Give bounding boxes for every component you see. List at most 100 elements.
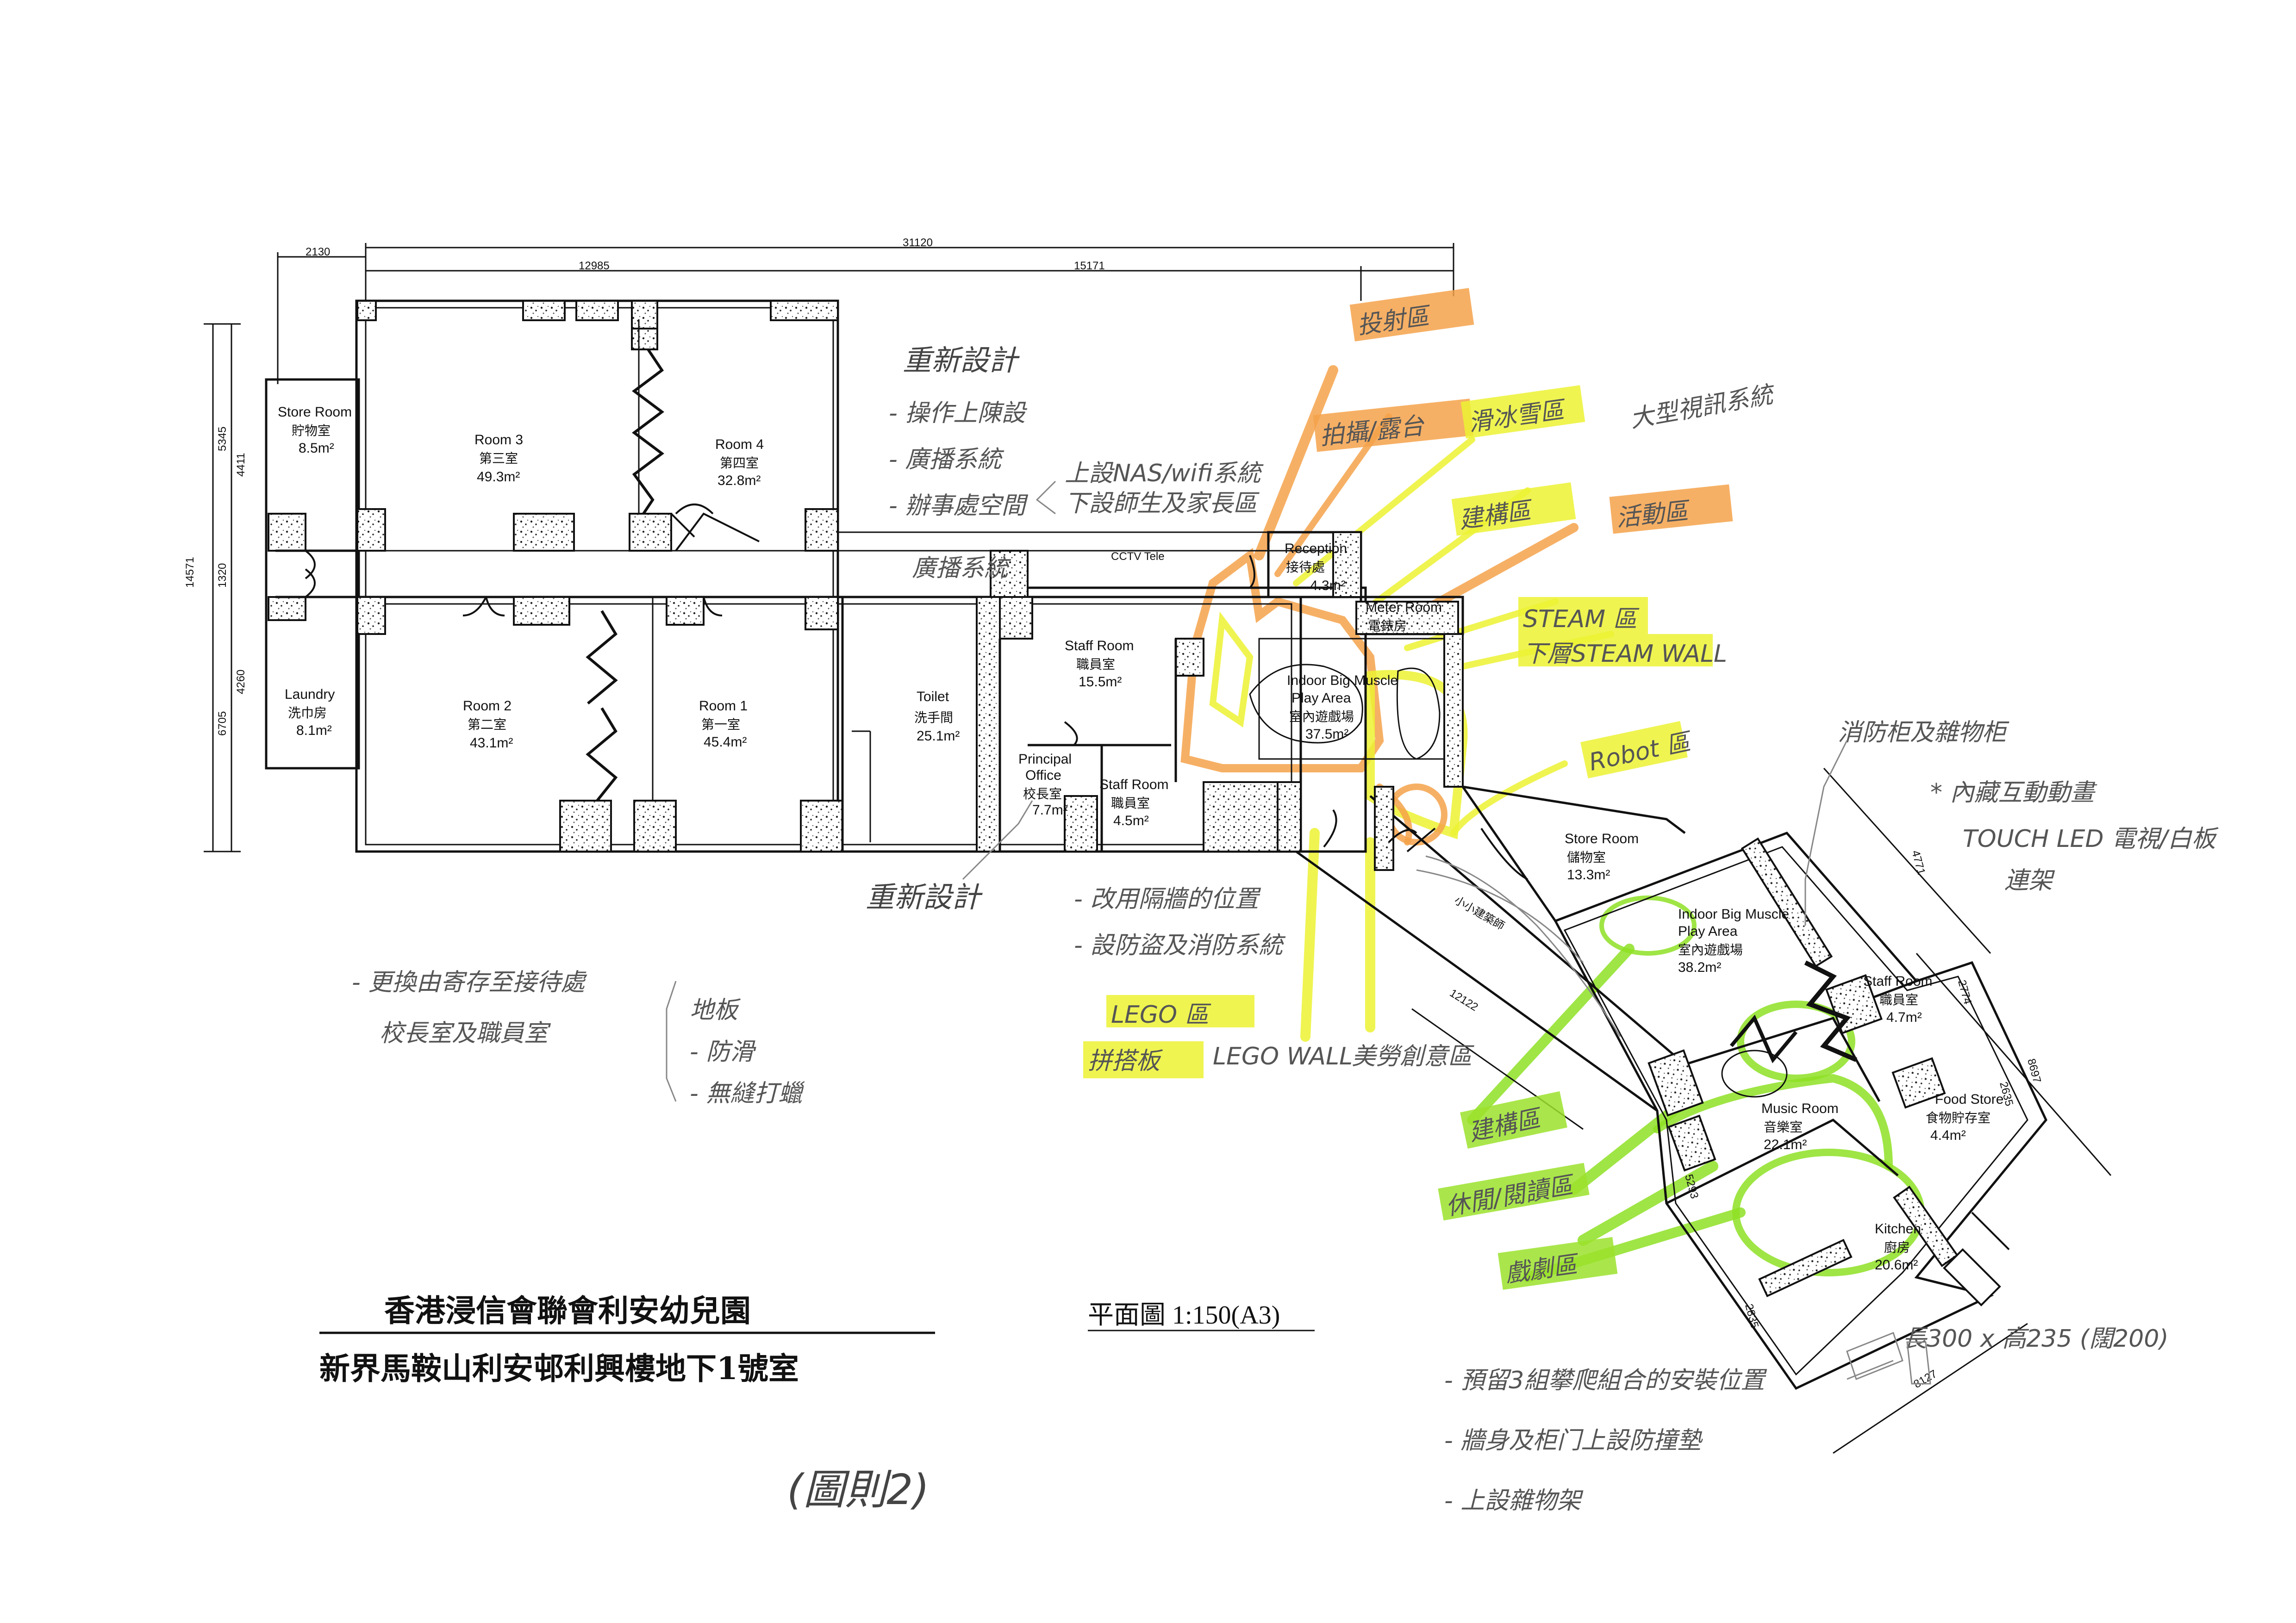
zone-yellow-5: 下層STEAM WALL [1523, 640, 1727, 668]
note-upper-arrow-1: 上設NAS/wifi系統 [1065, 460, 1264, 487]
dim-bottom-b: 2835 [1742, 1303, 1761, 1330]
svg-text:7.7m²: 7.7m² [1032, 802, 1068, 818]
svg-text:13.3m²: 13.3m² [1567, 867, 1610, 883]
title-line-2: 新界馬鞍山利安邨利興樓地下1號室 [319, 1350, 799, 1387]
svg-text:職員室: 職員室 [1076, 657, 1115, 672]
dim-corridor: 12122 [1447, 987, 1480, 1014]
svg-text:Staff Room: Staff Room [1863, 974, 1933, 989]
zone-yellow-4: STEAM 區 [1523, 605, 1640, 633]
dim-top-a: 12985 [579, 260, 610, 272]
svg-text:Toilet: Toilet [917, 689, 949, 704]
svg-text:Play Area: Play Area [1678, 924, 1738, 939]
room-meter-room: Meter Room 電錶房 [1366, 600, 1442, 634]
building-walls [265, 299, 2047, 1390]
svg-text:Play Area: Play Area [1292, 690, 1351, 706]
note-mid-1: - 改用隔牆的位置 [1074, 885, 1261, 913]
svg-text:洗手間: 洗手間 [914, 710, 953, 725]
room-kitchen: Kitchen 廚房 20.6m² [1875, 1221, 1921, 1273]
svg-text:第四室: 第四室 [720, 455, 759, 471]
room-3: Room 3 第三室 49.3m² [474, 432, 523, 485]
note-upper-arrow-2: 下設師生及家長區 [1065, 490, 1260, 517]
folding-partitions [586, 348, 1857, 1063]
svg-text:食物貯存室: 食物貯存室 [1926, 1110, 1990, 1126]
dim-top-b: 15171 [1074, 260, 1105, 272]
note-fire-arrow [1804, 740, 1848, 926]
dim-left-b: 4411 [235, 453, 247, 477]
svg-text:Store Room: Store Room [1565, 831, 1639, 846]
note-sketch-shelf [1846, 1332, 1903, 1380]
svg-text:電錶房: 電錶房 [1368, 618, 1407, 634]
room-store-room-1: Store Room 貯物室 8.5m² [278, 404, 352, 456]
note-left-list-2: - 防滑 [690, 1038, 756, 1066]
svg-text:音樂室: 音樂室 [1764, 1119, 1803, 1135]
note-broadcast: 廣播系統 [912, 554, 1011, 582]
note-lego-3: LEGO WALL [1213, 1043, 1353, 1070]
dim-left-a: 5345 [216, 427, 229, 451]
svg-text:第二室: 第二室 [468, 717, 506, 732]
room-labels: Store Room 貯物室 8.5m² Room 3 第三室 49.3m² R… [278, 404, 2003, 1273]
svg-text:22.1m²: 22.1m² [1764, 1137, 1807, 1152]
svg-text:25.1m²: 25.1m² [917, 728, 960, 744]
svg-text:Laundry: Laundry [285, 687, 335, 702]
svg-text:洗巾房: 洗巾房 [288, 705, 327, 721]
svg-text:室內遊戲場: 室內遊戲場 [1289, 709, 1354, 724]
note-redesign-title: 重新設計 [903, 343, 1020, 377]
dim-top-total: 31120 [903, 236, 933, 249]
note-left-2: 校長室及職員室 [380, 1020, 551, 1047]
svg-text:校長室: 校長室 [1023, 786, 1062, 802]
note-hidden-1: * 內藏互動動畫 [1930, 779, 2098, 807]
svg-text:Store Room: Store Room [278, 404, 352, 420]
svg-text:Room 1: Room 1 [699, 698, 748, 714]
svg-text:Food Store: Food Store [1935, 1092, 2003, 1107]
room-1: Room 1 第一室 45.4m² [699, 698, 748, 750]
room-play-area-1: Indoor Big Muscle Play Area 室內遊戲場 37.5m² [1287, 673, 1398, 742]
dim-top-left: 2130 [306, 246, 330, 258]
note-redesign-2: 重新設計 [866, 880, 983, 914]
room-food-store: Food Store 食物貯存室 4.4m² [1926, 1092, 2003, 1143]
figure-number: (圖則2) [787, 1466, 930, 1514]
dim-left-total: 14571 [184, 557, 196, 588]
svg-text:廚房: 廚房 [1884, 1240, 1910, 1255]
room-store-room-2: Store Room 儲物室 13.3m² [1565, 831, 1639, 883]
hl-orange-3 [1609, 484, 1733, 534]
dim-bottom-c: 8127 [1912, 1368, 1940, 1391]
svg-text:儲物室: 儲物室 [1567, 850, 1606, 865]
svg-text:Indoor Big Muscle: Indoor Big Muscle [1287, 673, 1398, 688]
note-bottom-3: - 上設雜物架 [1444, 1487, 1584, 1515]
note-left-list-3: - 無縫打蠟 [690, 1080, 805, 1107]
room-music-room: Music Room 音樂室 22.1m² [1761, 1101, 1839, 1152]
svg-text:Room 4: Room 4 [715, 437, 764, 452]
note-arrow-redesign [962, 800, 1033, 880]
room-reception: Reception 接待處 4.3m² [1285, 541, 1347, 593]
svg-text:8.5m²: 8.5m² [299, 441, 334, 456]
hl-yellow-1 [1460, 385, 1585, 439]
svg-text:4.4m²: 4.4m² [1930, 1128, 1966, 1143]
svg-text:Office: Office [1025, 768, 1061, 783]
svg-text:Staff Room: Staff Room [1099, 777, 1169, 792]
highlight-lego-2 [1083, 1041, 1204, 1078]
note-lego-1: LEGO 區 [1111, 1001, 1211, 1029]
svg-text:職員室: 職員室 [1879, 992, 1918, 1007]
room-2: Room 2 第二室 43.1m² [463, 698, 513, 751]
svg-text:Indoor Big Muscle: Indoor Big Muscle [1678, 907, 1789, 922]
svg-text:職員室: 職員室 [1111, 796, 1150, 811]
room-laundry: Laundry 洗巾房 8.1m² [285, 687, 335, 738]
highlight-lego-1 [1106, 995, 1254, 1027]
room-staff-room-3: Staff Room 職員室 4.7m² [1863, 974, 1933, 1025]
svg-text:45.4m²: 45.4m² [704, 734, 747, 750]
note-sketch-ladder [1906, 1341, 1931, 1385]
note-fire-cabinet: 消防柜及雜物柜 [1838, 719, 2009, 746]
svg-text:4.3m²: 4.3m² [1310, 578, 1346, 593]
room-toilet: Toilet 洗手間 25.1m² [914, 689, 960, 744]
dimension-lines [204, 243, 2112, 1454]
svg-text:32.8m²: 32.8m² [718, 473, 761, 488]
svg-text:室內遊戲場: 室內遊戲場 [1678, 942, 1743, 958]
hl-yellow-5 [1518, 634, 1713, 666]
dim-left-c: 1320 [216, 563, 229, 588]
svg-text:38.2m²: 38.2m² [1678, 960, 1721, 975]
hl-orange-1 [1349, 288, 1474, 342]
hl-yellow-6 [1580, 721, 1688, 778]
svg-text:Music Room: Music Room [1761, 1101, 1839, 1116]
svg-text:20.6m²: 20.6m² [1875, 1257, 1918, 1273]
